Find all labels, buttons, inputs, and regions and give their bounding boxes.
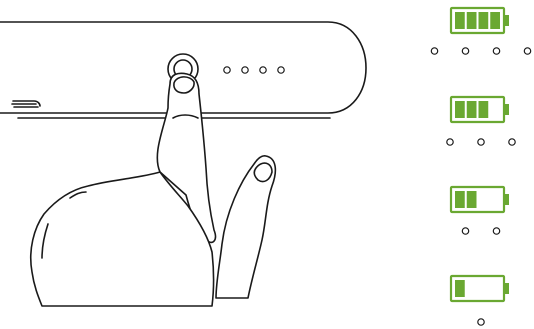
battery-terminal (505, 104, 509, 115)
battery-level-bar (478, 12, 489, 29)
battery-terminal (505, 15, 509, 26)
battery-level-legend (430, 6, 532, 326)
legend-led-dot (477, 138, 485, 146)
fingernail (173, 76, 195, 94)
thumbnail (253, 162, 273, 183)
battery-level-bar (455, 280, 465, 297)
battery-level-bar (478, 101, 489, 118)
power-bank-led-dot (277, 66, 285, 74)
battery-level-bar (466, 191, 477, 208)
legend-led-dot (508, 138, 516, 146)
battery-legend-row (449, 185, 509, 235)
legend-led-dot (492, 47, 501, 55)
battery-level-bar (466, 12, 477, 29)
hand-palm (29, 171, 215, 307)
battery-level-bar (466, 101, 477, 118)
battery-legend-row (446, 95, 516, 146)
power-bank-led-dot (259, 66, 267, 74)
battery-legend-row (449, 274, 509, 326)
legend-led-dot (523, 47, 532, 55)
battery-level-bar (455, 191, 465, 208)
battery-terminal (505, 283, 509, 294)
battery-legend-row (430, 6, 532, 55)
power-bank-led-dot (223, 66, 231, 74)
legend-led-dot (446, 138, 454, 146)
legend-led-dot (461, 47, 470, 55)
palm-crease (41, 223, 49, 259)
legend-led-dot (430, 47, 439, 55)
battery-terminal (505, 194, 509, 205)
battery-level-bar (455, 101, 465, 118)
power-bank-outline (0, 21, 367, 114)
thumb (215, 155, 277, 299)
power-bank-leds (223, 66, 285, 74)
battery-level-bar (455, 12, 465, 29)
finger-knuckle-line (172, 114, 199, 119)
usb-port (11, 100, 41, 108)
index-finger (156, 72, 217, 244)
legend-led-dot (461, 227, 470, 235)
legend-led-dot (492, 227, 501, 235)
battery-level-bar (490, 12, 500, 29)
knuckle-crease (69, 191, 87, 199)
legend-led-dot (477, 318, 485, 326)
pointing-hand-icon (29, 72, 277, 307)
power-bank-led-dot (241, 66, 249, 74)
